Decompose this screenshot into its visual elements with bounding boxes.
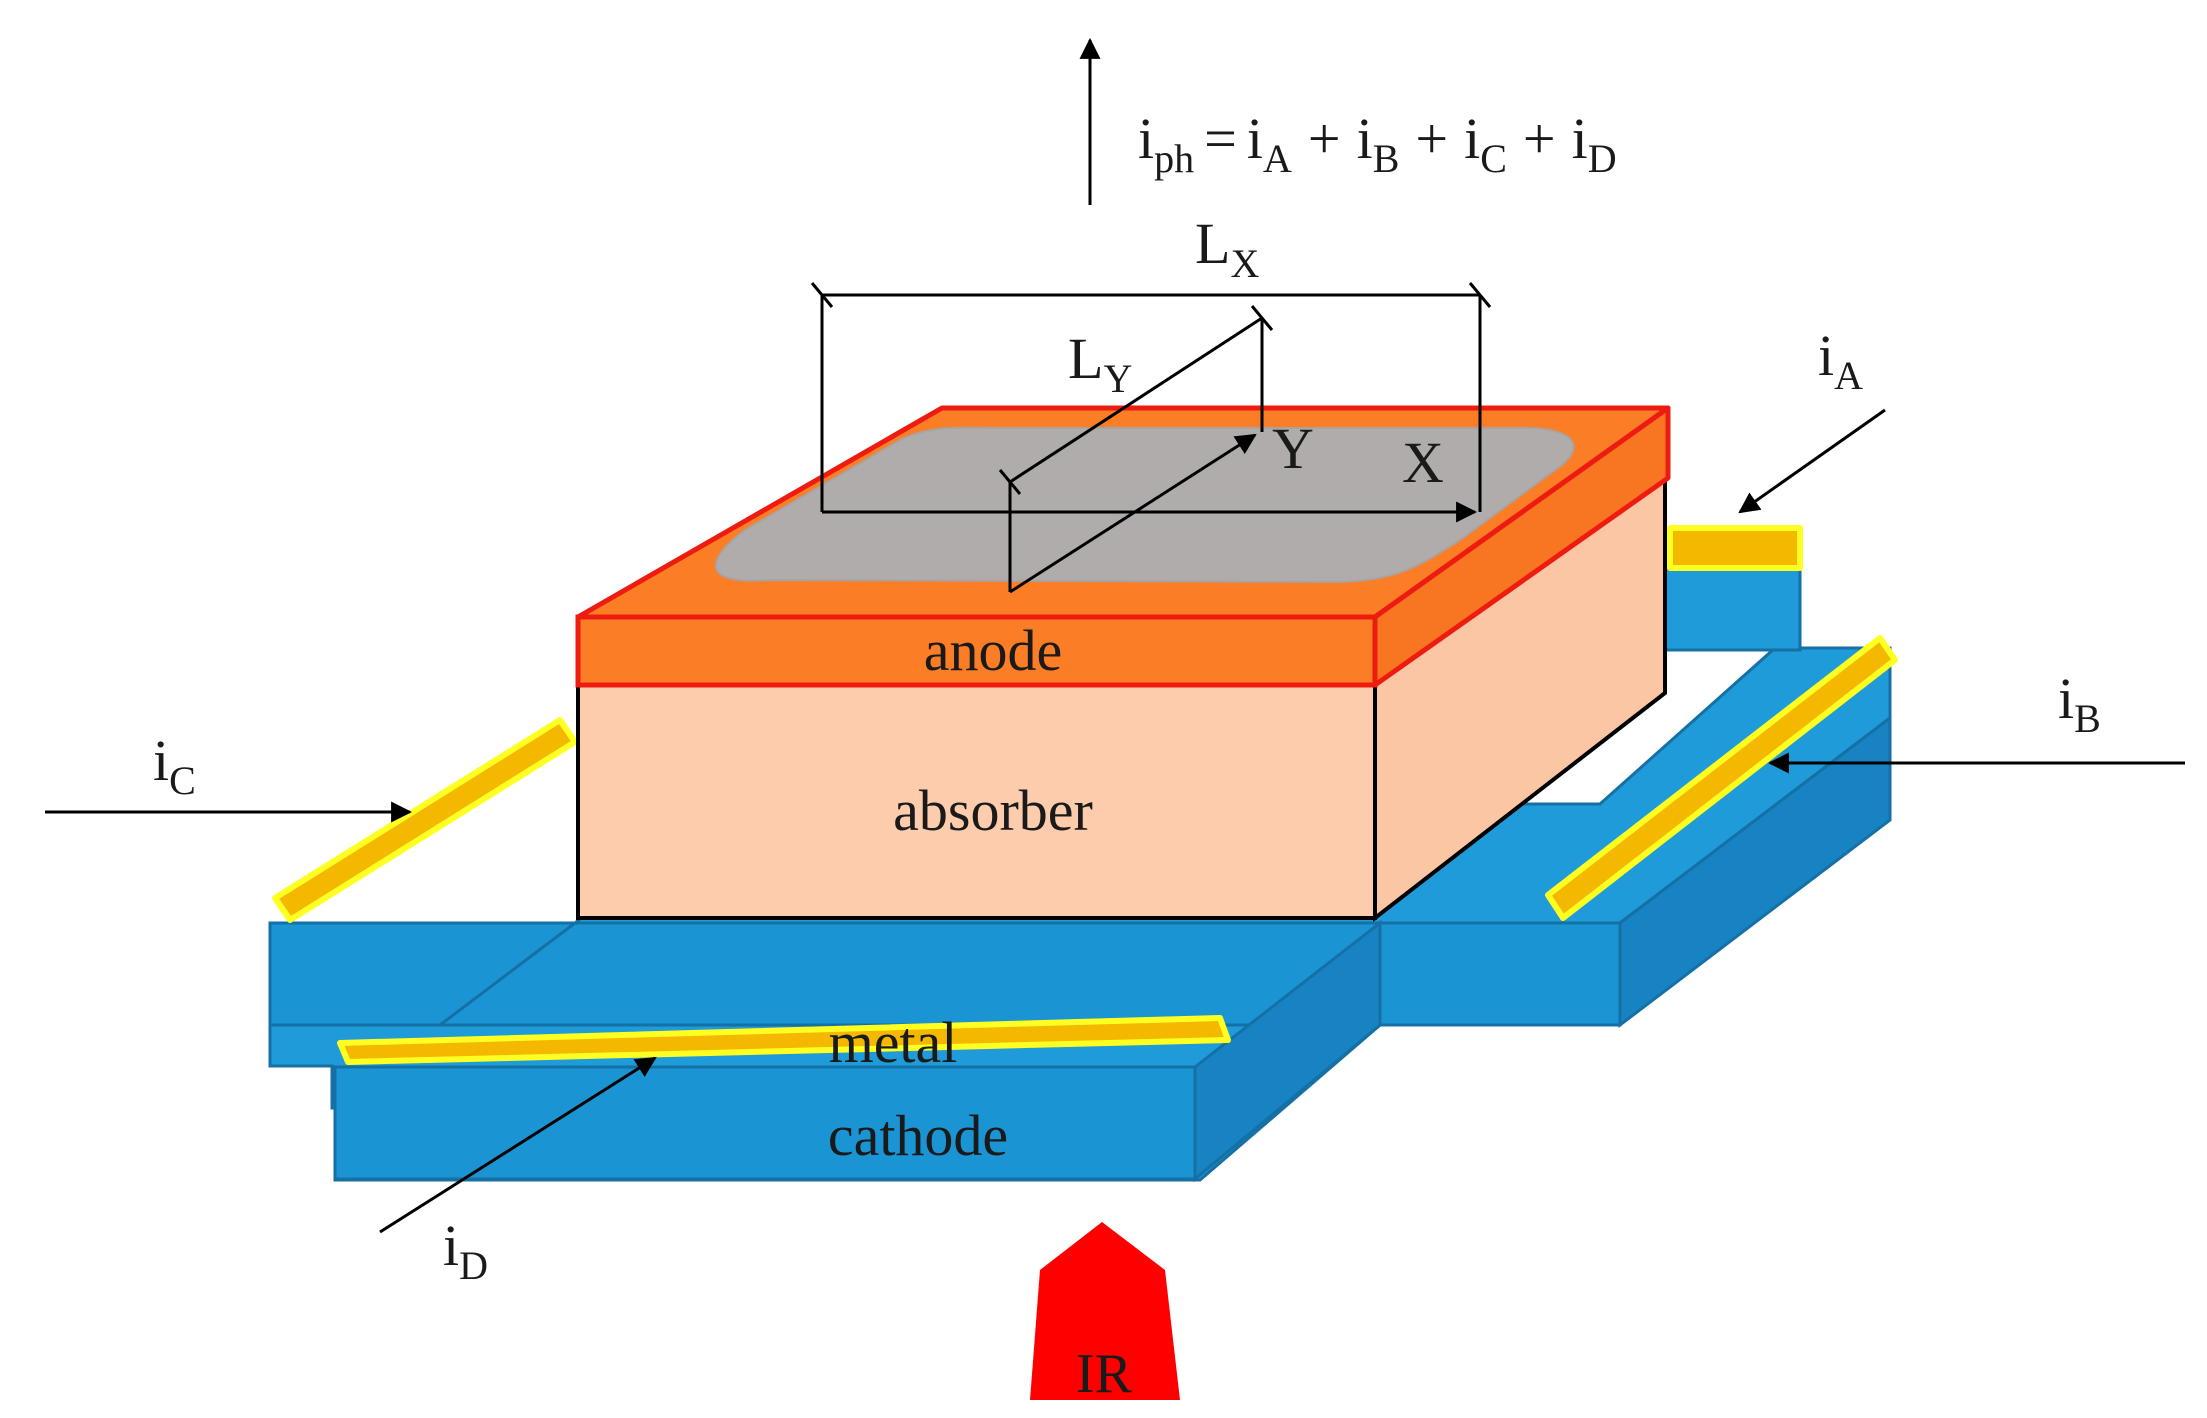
current-a-label: iA <box>1818 323 1863 398</box>
x-axis-label: X <box>1402 430 1444 495</box>
photocurrent-equation: iph=iA+iB+iC+iD <box>1138 106 1617 181</box>
cathode-label: cathode <box>828 1103 1008 1168</box>
lx-left-tick <box>810 282 834 308</box>
current-arrows <box>45 37 2185 1234</box>
contact-strip-b <box>1545 635 1898 921</box>
dimension-lines <box>810 282 1492 594</box>
current-b-label: iB <box>2058 666 2101 741</box>
absorber-label: absorber <box>893 778 1093 843</box>
ly-top-tick <box>1250 305 1274 331</box>
metal-label: metal <box>829 1010 958 1075</box>
y-axis-arrow <box>1009 433 1257 594</box>
current-c-label: iC <box>153 728 196 803</box>
ir-arrow-body <box>1030 1222 1180 1400</box>
cathode-right-side <box>1618 714 1892 1029</box>
ly-dimension-line <box>1009 316 1263 484</box>
cathode-front-face <box>333 1065 1197 1181</box>
current-d-arrow <box>379 1056 657 1234</box>
ir-illumination: IR <box>1030 1222 1180 1405</box>
current-a-arrow <box>1738 408 1886 514</box>
ly-label: LY <box>1068 326 1132 401</box>
lx-label: LX <box>1195 211 1259 286</box>
anode-front <box>575 614 1378 688</box>
cathode-right-front <box>1378 921 1622 1027</box>
contact-strip-c <box>272 717 578 923</box>
y-axis-label: Y <box>1272 416 1314 481</box>
lx-right-tick <box>1468 282 1492 308</box>
cathode-left-front <box>268 921 1382 1027</box>
ir-label: IR <box>1076 1343 1133 1405</box>
cathode-seam-left <box>439 921 576 1027</box>
anode-layer <box>575 405 1671 688</box>
anode-label: anode <box>924 618 1063 683</box>
current-d-label: iD <box>443 1213 488 1288</box>
metal-contacts <box>272 525 1898 1065</box>
contact-strip-d <box>337 1015 1231 1065</box>
contact-strip-a <box>1667 525 1803 571</box>
